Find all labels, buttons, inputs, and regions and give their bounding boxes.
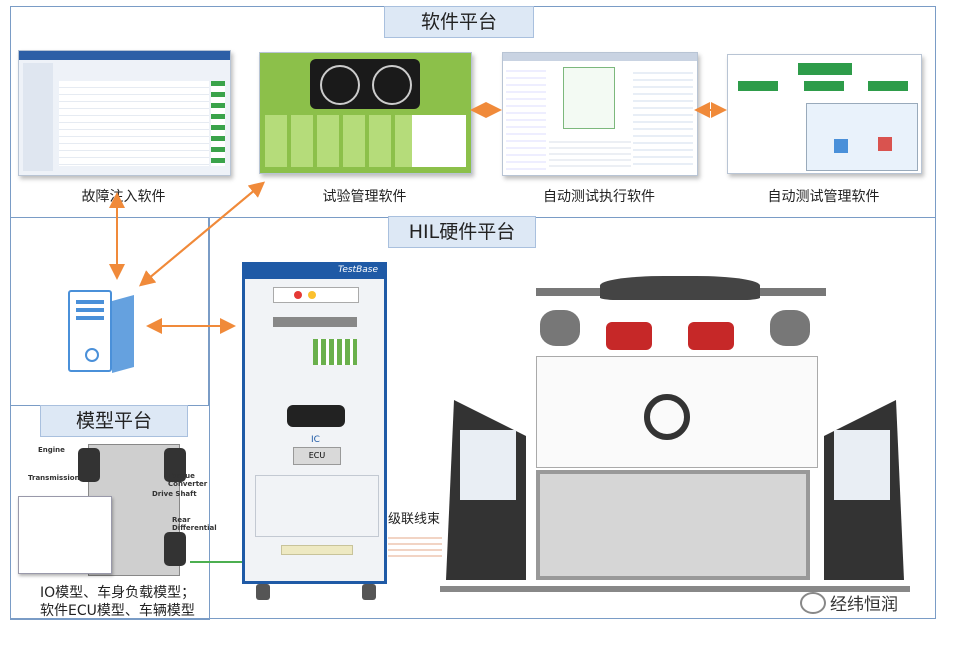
model-platform-title: 模型平台 — [40, 405, 188, 437]
cabinet-wheel-left — [256, 584, 270, 600]
chassis-label-transmission: Transmission — [28, 474, 80, 482]
wechat-icon — [800, 592, 826, 614]
cascade-cable-label: 级联线束 — [388, 512, 441, 527]
ic-label: IC — [311, 435, 320, 445]
auto-test-execution-software-screenshot — [502, 52, 698, 176]
auto-test-execution-software-label: 自动测试执行软件 — [543, 189, 655, 205]
test-management-software-label: 试验管理软件 — [322, 189, 407, 205]
fault-injection-software-label: 故障注入软件 — [81, 189, 166, 205]
vehicle-chassis-model-image — [18, 438, 206, 582]
chassis-label-torque-converter: Torque Converter — [168, 472, 208, 488]
ecu-module-label: ECU — [293, 447, 341, 465]
auto-test-management-software-label: 自动测试管理软件 — [767, 189, 880, 205]
chassis-label-drive-shaft: Drive Shaft — [152, 490, 197, 498]
cabinet-brand-label: TestBase — [337, 265, 378, 275]
fault-injection-software-screenshot — [18, 50, 231, 176]
watermark-text: 经纬恒润 — [830, 595, 898, 615]
chassis-label-engine: Engine — [38, 446, 65, 454]
test-management-software-screenshot — [259, 52, 472, 174]
hil-platform-title: HIL硬件平台 — [388, 216, 536, 248]
hil-test-cabinet: TestBase IC ECU — [242, 262, 387, 584]
software-platform-title: 软件平台 — [384, 6, 534, 38]
cabinet-wheel-right — [362, 584, 376, 600]
vehicle-test-bench — [440, 270, 910, 606]
model-description-line1: IO模型、车身负载模型； — [40, 585, 196, 601]
divider-vertical — [208, 218, 210, 406]
server-computer-icon — [68, 290, 136, 373]
model-description-line2: 软件ECU模型、车辆模型 — [40, 603, 195, 619]
chassis-label-rear-differential: Rear Differential — [172, 516, 217, 532]
auto-test-management-software-screenshot — [727, 54, 922, 174]
